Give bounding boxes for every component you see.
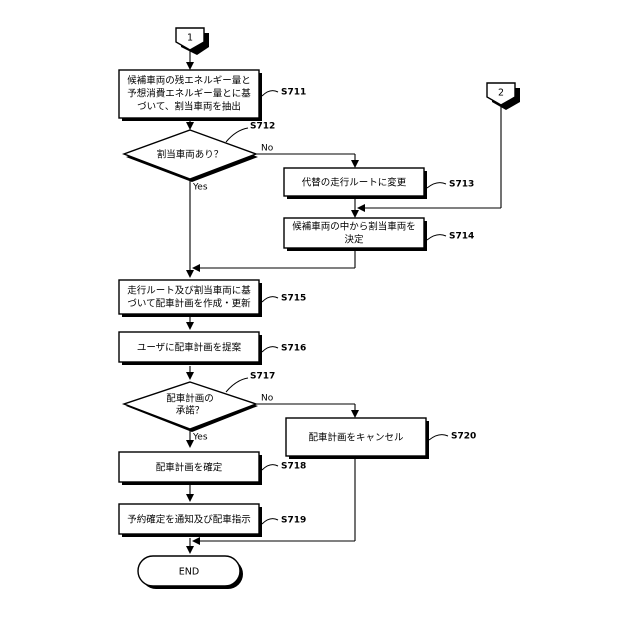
step-s711: 候補車両の残エネルギー量と 予想消費エネルギー量とに基 づいて、割当車両を抽出 … — [119, 70, 306, 121]
step-s714-label: S714 — [449, 232, 474, 242]
step-s717-label: S717 — [250, 372, 275, 382]
step-s714-line1: 候補車両の中から割当車両を — [292, 221, 416, 233]
step-s713: 代替の走行ルートに変更 S713 — [284, 168, 474, 199]
step-s713-label: S713 — [449, 180, 474, 190]
terminal-end: END — [138, 556, 243, 589]
step-s712-label: S712 — [250, 122, 275, 132]
step-s715-label: S715 — [281, 294, 306, 304]
step-s719: 予約確定を通知及び配車指示 S719 — [119, 504, 306, 537]
step-s712: 割当車両あり？ S712 No Yes — [124, 122, 275, 193]
step-s718-label: S718 — [281, 462, 306, 472]
step-s717-yes: Yes — [192, 433, 208, 443]
step-s717: 配車計画の 承諾？ S717 No Yes — [124, 372, 275, 443]
step-s714-line2: 決定 — [344, 234, 364, 246]
step-s712-yes: Yes — [192, 183, 208, 193]
step-s715: 走行ルート及び割当車両に基 づいて配車計画を作成・更新 S715 — [119, 280, 306, 317]
step-s719-label: S719 — [281, 516, 306, 526]
step-s715-line1: 走行ルート及び割当車両に基 — [127, 285, 251, 297]
step-s720-label: S720 — [451, 432, 476, 442]
step-s718-text: 配車計画を確定 — [156, 462, 223, 474]
step-s712-text: 割当車両あり？ — [157, 149, 224, 161]
step-s720: 配車計画をキャンセル S720 — [286, 418, 476, 459]
step-s711-label: S711 — [281, 88, 306, 98]
terminal-end-text: END — [179, 567, 199, 578]
connector-1: 1 — [176, 28, 209, 55]
step-s714: 候補車両の中から割当車両を 決定 S714 — [284, 218, 474, 251]
step-s712-no: No — [261, 144, 274, 154]
step-s717-line1: 配車計画の — [166, 393, 214, 405]
step-s713-text: 代替の走行ルートに変更 — [302, 177, 407, 189]
connector-2-label: 2 — [498, 88, 504, 99]
step-s718: 配車計画を確定 S718 — [119, 452, 306, 485]
step-s719-text: 予約確定を通知及び配車指示 — [127, 514, 251, 526]
step-s715-line2: づいて配車計画を作成・更新 — [127, 298, 251, 310]
connector-2: 2 — [487, 83, 520, 110]
step-s711-line1: 候補車両の残エネルギー量と — [127, 75, 251, 87]
step-s711-line2: 予想消費エネルギー量とに基 — [127, 88, 251, 100]
step-s720-text: 配車計画をキャンセル — [308, 432, 404, 444]
step-s716: ユーザに配車計画を提案 S716 — [119, 332, 306, 365]
step-s716-text: ユーザに配車計画を提案 — [137, 342, 242, 354]
step-s717-no: No — [261, 394, 274, 404]
connector-1-label: 1 — [187, 33, 193, 44]
step-s711-line3: づいて、割当車両を抽出 — [137, 101, 241, 113]
step-s716-label: S716 — [281, 344, 306, 354]
step-s717-line2: 承諾？ — [176, 405, 205, 417]
